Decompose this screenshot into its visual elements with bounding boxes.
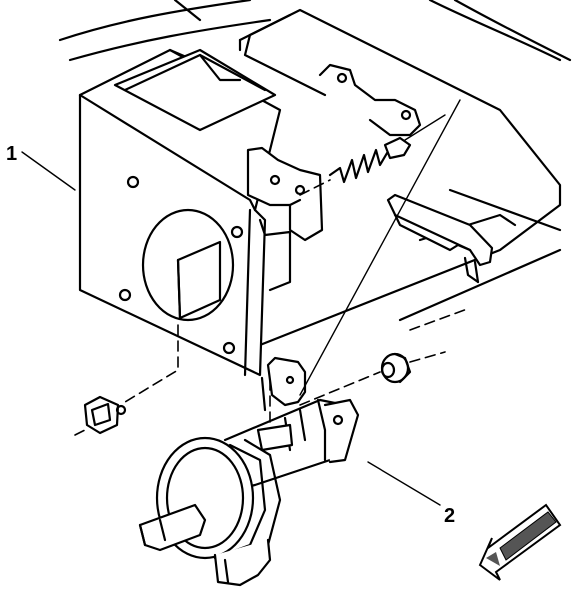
ignition-lock-cylinder-2: [138, 398, 360, 587]
retainer-spring: [328, 114, 446, 184]
lock-bracket-1: [78, 48, 292, 377]
lower-mount-tab: [260, 356, 307, 412]
callout-leaders: [21, 151, 441, 506]
callout-2-leader: [367, 461, 441, 506]
callout-2-label: 2: [444, 505, 455, 527]
callout-1-leader: [21, 151, 76, 191]
column-mount-bracket: [318, 63, 422, 137]
wiring-harness: [58, 0, 572, 62]
assembly-guide-lines: [74, 99, 471, 436]
hex-nut: [380, 352, 412, 384]
clip-bracket: [386, 193, 494, 284]
callout-1-label: 1: [6, 143, 17, 165]
switch-bracket-tab: [246, 146, 324, 242]
direction-arrow-icon: [478, 503, 562, 581]
retaining-clip: [83, 395, 127, 435]
